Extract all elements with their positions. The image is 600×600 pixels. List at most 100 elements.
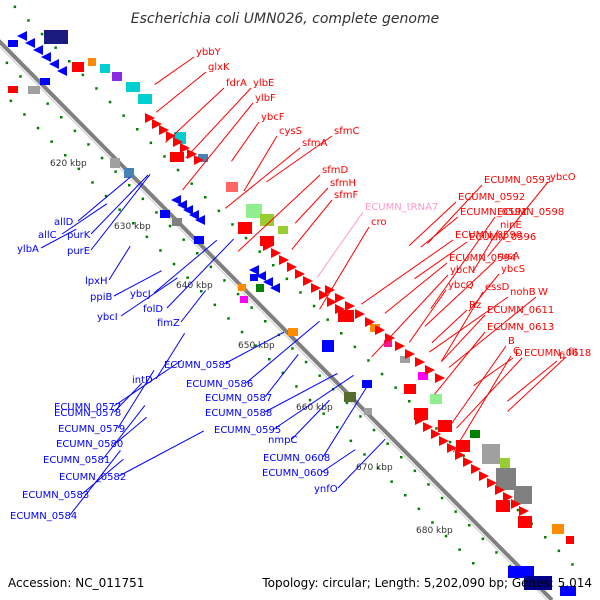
gene-label: ECUMN_0598: [497, 207, 564, 218]
gene-label: ybcO: [550, 172, 576, 183]
gene-label-connector: [452, 355, 512, 453]
tick-mark: [363, 453, 366, 456]
gene-label: ybcI: [97, 312, 118, 323]
gene-label-connector: [40, 228, 77, 249]
forward-arrow: [519, 506, 529, 516]
gene-block: [400, 356, 410, 363]
gene-label: ECUMN_0581: [43, 455, 110, 466]
gene-block: [260, 214, 274, 226]
tick-mark: [27, 19, 30, 22]
tick-mark: [448, 440, 452, 444]
forward-arrow: [327, 297, 337, 307]
gene-label-connector: [223, 331, 285, 365]
gene-label: fimZ: [157, 318, 180, 329]
gene-label-connector: [427, 184, 483, 244]
genome-title: Escherichia coli UMN026, complete genome: [131, 11, 439, 27]
gene-label-connector: [108, 245, 131, 281]
gene-label-connector: [473, 357, 514, 386]
gene-block: [28, 86, 40, 94]
gene-label-connector: [420, 216, 459, 248]
forward-arrow: [439, 436, 449, 446]
reverse-arrow: [57, 66, 67, 76]
tick-mark: [213, 303, 217, 307]
reverse-arrow: [25, 38, 35, 48]
gene-label: ybcQ: [448, 280, 474, 291]
gene-label-connector: [264, 354, 299, 398]
forward-arrow: [365, 317, 375, 327]
gene-label-connector: [155, 332, 186, 380]
gene-block: [246, 204, 262, 218]
forward-arrow: [375, 325, 385, 335]
gene-label: fII: [568, 347, 577, 358]
tick-mark: [231, 223, 234, 226]
reverse-arrow: [195, 215, 205, 225]
gene-label: ybcJ: [130, 289, 151, 300]
reverse-arrow: [263, 277, 273, 287]
gene-label-connector: [264, 373, 338, 413]
tick-mark: [413, 469, 417, 473]
forward-arrow: [455, 450, 465, 460]
gene-block: [72, 62, 84, 72]
forward-arrow: [303, 276, 313, 286]
gene-label: sfmD: [322, 165, 348, 176]
reverse-arrow: [189, 210, 199, 220]
forward-arrow: [435, 373, 445, 383]
tick-mark: [46, 102, 49, 105]
gene-label: nmpC: [268, 435, 297, 446]
tick-mark: [468, 524, 471, 527]
gene-block: [238, 284, 246, 291]
tick-mark: [223, 279, 226, 282]
gene-block: [138, 94, 152, 104]
gene-label-connector: [266, 135, 333, 183]
gene-block: [260, 236, 274, 246]
tick-mark: [182, 238, 185, 241]
gene-label-connector: [154, 56, 195, 85]
tick-mark: [359, 415, 362, 418]
reverse-arrow: [270, 283, 280, 293]
gene-label: rusA: [497, 251, 520, 262]
forward-arrow: [487, 478, 497, 488]
gene-block: [418, 372, 428, 380]
gene-block: [404, 384, 416, 394]
forward-arrow: [271, 248, 281, 258]
gene-label: ECUMN_0585: [164, 360, 231, 371]
gene-label: ECUMN_0609: [262, 468, 329, 479]
gene-label: ylbE: [253, 78, 274, 89]
gene-label: ybcN: [450, 265, 475, 276]
gene-block: [126, 82, 140, 92]
tick-mark: [81, 73, 85, 77]
tick-mark: [176, 168, 180, 172]
gene-block: [344, 392, 356, 402]
gene-label-connector: [322, 387, 367, 458]
gene-label: purE: [67, 246, 90, 257]
gene-label: ECUMN_0608: [263, 453, 330, 464]
tick-mark: [386, 442, 389, 445]
tick-mark: [281, 371, 285, 375]
gene-block: [384, 340, 392, 347]
gene-label-connector: [431, 309, 468, 344]
gene-label: sfmA: [302, 138, 327, 149]
gene-label: ECUMN_0593: [484, 175, 551, 186]
gene-label-connector: [153, 239, 218, 294]
tick-mark: [190, 182, 193, 185]
tick-mark: [250, 306, 253, 309]
gene-block: [362, 380, 372, 388]
gene-block: [198, 154, 208, 162]
gene-label-connector: [316, 211, 364, 278]
gene-block: [226, 182, 238, 192]
tick-mark: [345, 401, 349, 405]
gene-label: cysS: [279, 126, 302, 137]
gene-label-connector: [371, 274, 449, 358]
kbp-marker-label: 670 kbp: [356, 463, 393, 473]
tick-mark: [435, 427, 438, 430]
reverse-arrow: [171, 195, 181, 205]
gene-label: allD: [54, 217, 74, 228]
reverse-arrow: [33, 45, 43, 55]
tick-mark: [444, 534, 448, 538]
forward-arrow: [405, 349, 415, 359]
gene-label-connector: [294, 187, 329, 224]
gene-label: ECUMN_tRNA7: [365, 202, 438, 213]
tick-mark: [227, 317, 230, 320]
tick-mark: [200, 290, 203, 293]
